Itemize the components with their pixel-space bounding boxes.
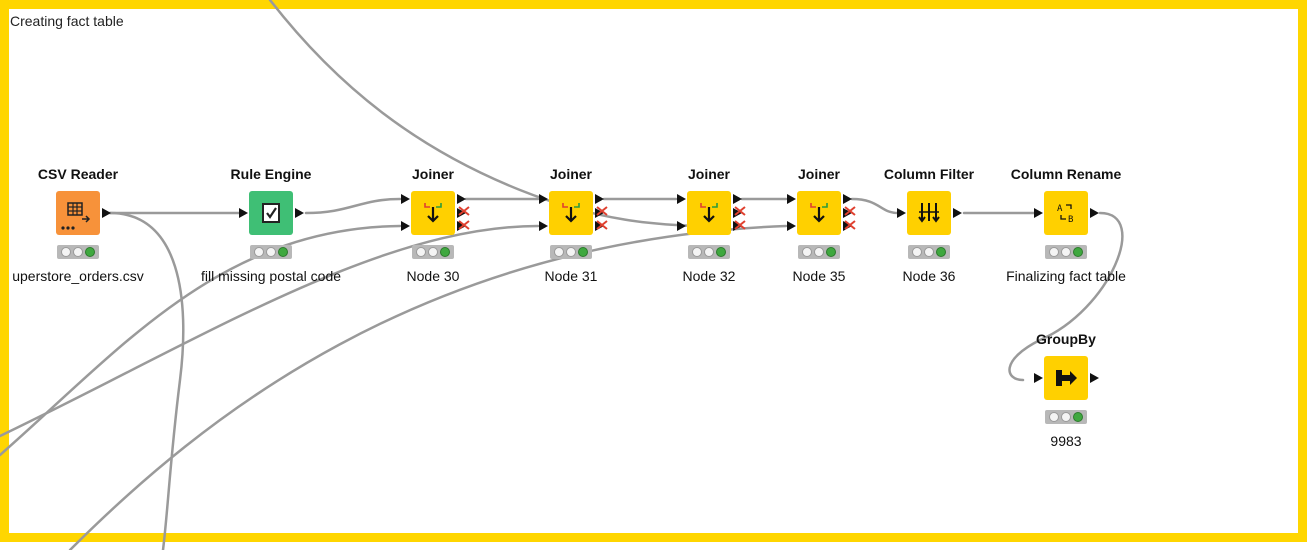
column-rename-glyph: A B bbox=[1057, 204, 1073, 225]
status-traffic-light bbox=[1045, 410, 1087, 424]
input-port[interactable] bbox=[1034, 373, 1043, 383]
input-port-left[interactable] bbox=[677, 194, 686, 204]
input-port-left[interactable] bbox=[539, 194, 548, 204]
node-name: CSV Reader bbox=[37, 166, 119, 182]
joiner-glyph bbox=[424, 203, 442, 223]
output-port[interactable] bbox=[1090, 208, 1099, 218]
input-port-right[interactable] bbox=[401, 221, 410, 231]
node-label[interactable]: fill missing postal code bbox=[200, 268, 342, 284]
node-name: Joiner bbox=[411, 166, 454, 182]
node-name: GroupBy bbox=[1036, 331, 1096, 347]
node-column-rename[interactable]: Column Rename A B Finalizing fact table bbox=[986, 165, 1146, 284]
output-port[interactable] bbox=[1090, 373, 1099, 383]
status-traffic-light bbox=[550, 245, 592, 259]
inactive-port-icon bbox=[734, 206, 746, 230]
output-port-1[interactable] bbox=[843, 194, 852, 204]
status-traffic-light bbox=[908, 245, 950, 259]
input-port-left[interactable] bbox=[787, 194, 796, 204]
node-csv-reader[interactable]: CSV Reader uperstore_orders.csv bbox=[0, 165, 158, 284]
node-label[interactable]: Node 30 bbox=[406, 268, 460, 284]
output-port[interactable] bbox=[953, 208, 962, 218]
joiner-icon[interactable] bbox=[687, 191, 731, 235]
rule-glyph bbox=[262, 203, 280, 223]
svg-text:B: B bbox=[1068, 215, 1073, 225]
node-name: Joiner bbox=[687, 166, 730, 182]
input-port-right[interactable] bbox=[677, 221, 686, 231]
rule-engine-icon[interactable] bbox=[249, 191, 293, 235]
joiner-glyph bbox=[810, 203, 828, 223]
output-port-1[interactable] bbox=[733, 194, 742, 204]
joiner-glyph bbox=[700, 203, 718, 223]
node-label[interactable]: Node 32 bbox=[682, 268, 736, 284]
node-name: Joiner bbox=[549, 166, 592, 182]
status-traffic-light bbox=[688, 245, 730, 259]
inactive-port-icon bbox=[596, 206, 608, 230]
input-port-right[interactable] bbox=[539, 221, 548, 231]
output-port[interactable] bbox=[295, 208, 304, 218]
input-port[interactable] bbox=[1034, 208, 1043, 218]
node-joiner-35[interactable]: Joiner Node 35 bbox=[739, 165, 899, 284]
node-label[interactable]: Node 36 bbox=[902, 268, 956, 284]
groupby-glyph bbox=[1056, 370, 1077, 386]
joiner-icon[interactable] bbox=[411, 191, 455, 235]
column-filter-icon[interactable] bbox=[907, 191, 951, 235]
node-joiner-30[interactable]: Joiner Node 30 bbox=[353, 165, 513, 284]
input-port-left[interactable] bbox=[401, 194, 410, 204]
node-rule-engine[interactable]: Rule Engine fill missing postal code bbox=[191, 165, 351, 284]
annotation-label: Creating fact table bbox=[10, 13, 124, 29]
joiner-glyph bbox=[562, 203, 580, 223]
node-groupby[interactable]: GroupBy 9983 bbox=[986, 330, 1146, 449]
column-rename-icon[interactable]: A B bbox=[1044, 191, 1088, 235]
status-traffic-light bbox=[250, 245, 292, 259]
svg-text:A: A bbox=[1057, 204, 1063, 214]
table-glyph bbox=[61, 202, 91, 230]
csv-reader-icon[interactable] bbox=[56, 191, 100, 235]
node-label[interactable]: Node 35 bbox=[792, 268, 846, 284]
node-label[interactable]: Finalizing fact table bbox=[1006, 268, 1126, 284]
inactive-port-icon bbox=[458, 206, 470, 230]
status-traffic-light bbox=[1045, 245, 1087, 259]
node-name: Rule Engine bbox=[230, 166, 312, 182]
status-traffic-light bbox=[57, 245, 99, 259]
input-port[interactable] bbox=[239, 208, 248, 218]
node-name: Joiner bbox=[797, 166, 840, 182]
input-port[interactable] bbox=[897, 208, 906, 218]
node-name: Column Rename bbox=[1010, 166, 1122, 182]
status-traffic-light bbox=[412, 245, 454, 259]
node-name: Column Filter bbox=[883, 166, 975, 182]
node-column-filter[interactable]: Column Filter Node 36 bbox=[849, 165, 1009, 284]
node-label[interactable]: Node 31 bbox=[544, 268, 598, 284]
input-port-right[interactable] bbox=[787, 221, 796, 231]
groupby-icon[interactable] bbox=[1044, 356, 1088, 400]
node-label[interactable]: 9983 bbox=[1050, 433, 1082, 449]
status-traffic-light bbox=[798, 245, 840, 259]
column-filter-glyph bbox=[918, 203, 940, 223]
joiner-icon[interactable] bbox=[797, 191, 841, 235]
node-label[interactable]: uperstore_orders.csv bbox=[12, 268, 144, 284]
joiner-icon[interactable] bbox=[549, 191, 593, 235]
output-port-1[interactable] bbox=[595, 194, 604, 204]
node-joiner-32[interactable]: Joiner Node 32 bbox=[629, 165, 789, 284]
node-joiner-31[interactable]: Joiner Node 31 bbox=[491, 165, 651, 284]
output-port-1[interactable] bbox=[457, 194, 466, 204]
inactive-port-icon bbox=[844, 206, 856, 230]
output-port[interactable] bbox=[102, 208, 111, 218]
